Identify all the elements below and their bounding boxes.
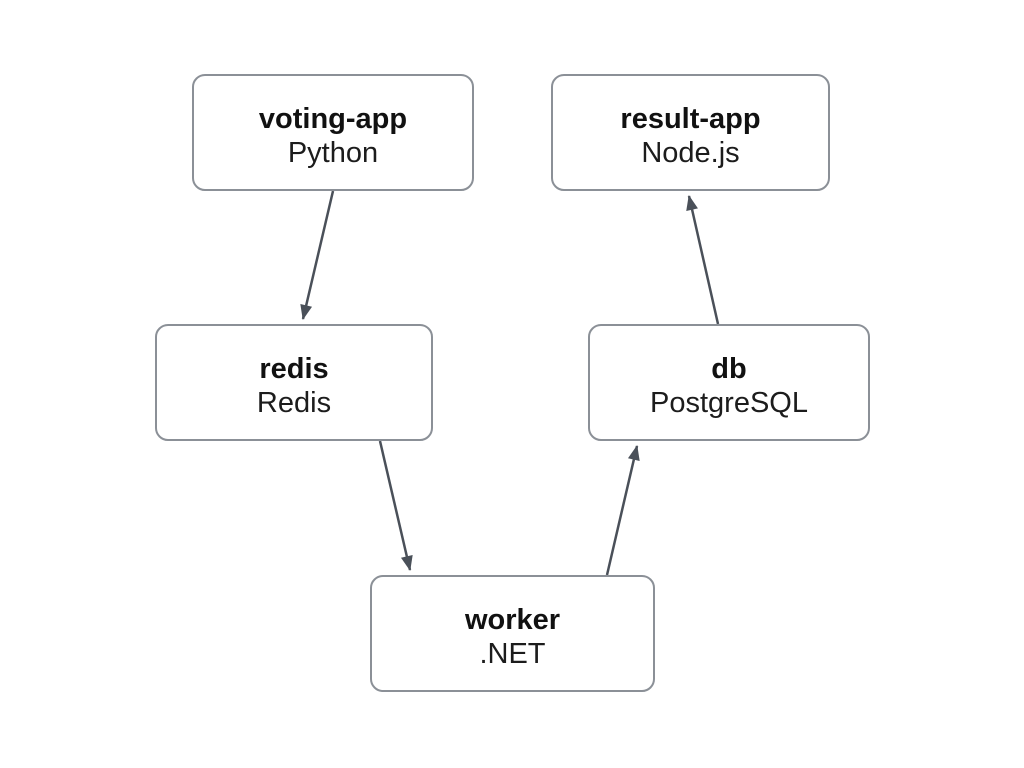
edge-redis-to-worker xyxy=(378,440,413,571)
node-subtitle: Redis xyxy=(256,386,332,419)
node-result-app: result-app Node.js xyxy=(551,74,830,191)
edge-worker-to-db xyxy=(605,445,640,576)
edge-voting-app-to-redis xyxy=(300,190,335,320)
node-title: db xyxy=(711,352,747,385)
node-worker: worker .NET xyxy=(370,575,655,692)
edge-db-to-result-app xyxy=(686,195,720,325)
node-subtitle: PostgreSQL xyxy=(650,386,808,419)
node-title: redis xyxy=(259,352,329,385)
node-redis: redis Redis xyxy=(155,324,433,441)
node-subtitle: .NET xyxy=(479,637,546,670)
node-voting-app: voting-app Python xyxy=(192,74,474,191)
node-db: db PostgreSQL xyxy=(588,324,870,441)
node-subtitle: Python xyxy=(287,136,379,169)
node-title: result-app xyxy=(620,102,761,135)
node-title: worker xyxy=(464,603,561,636)
node-title: voting-app xyxy=(258,102,408,135)
node-subtitle: Node.js xyxy=(641,136,740,169)
